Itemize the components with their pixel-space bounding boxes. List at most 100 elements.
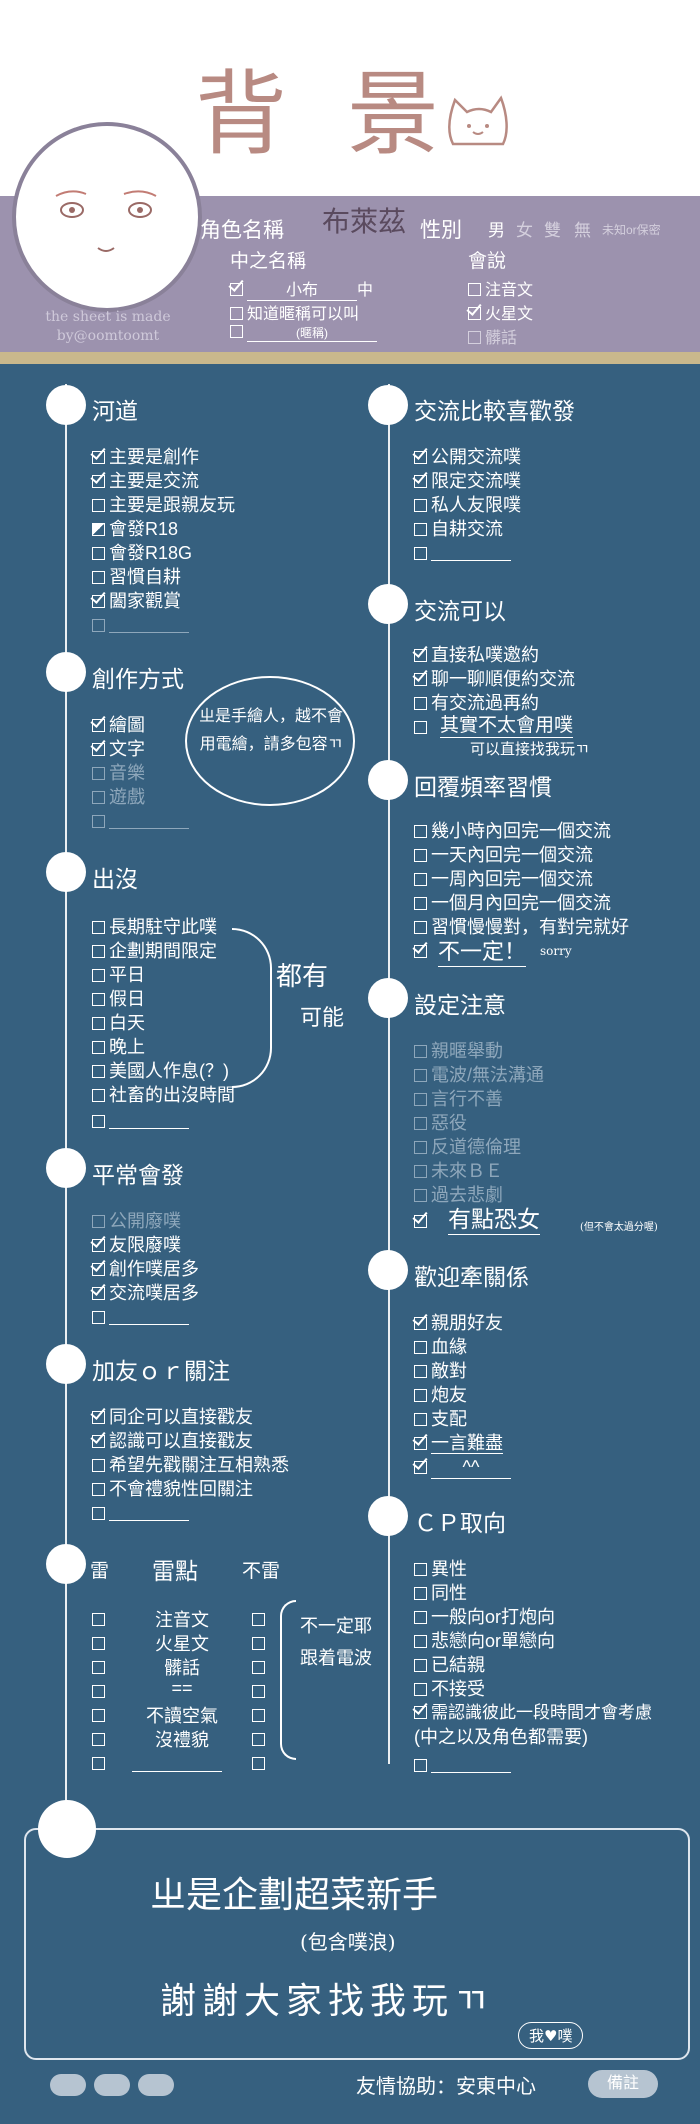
huifu-item-6[interactable] xyxy=(414,940,431,962)
chuangzuo-item-2[interactable]: 文字 xyxy=(92,738,145,760)
keyi-item-blank[interactable] xyxy=(414,716,431,738)
jiayou-item-4[interactable]: 不會禮貌性回關注 xyxy=(92,1478,253,1500)
jiayou-item-blank[interactable] xyxy=(92,1502,189,1524)
hedao-item-4[interactable]: 會發R18 xyxy=(92,518,178,540)
lei-right-2[interactable] xyxy=(252,1632,269,1654)
chuangzuo-item-4[interactable]: 遊戲 xyxy=(92,786,145,808)
hedao-item-3[interactable]: 主要是跟親友玩 xyxy=(92,494,235,516)
jiayou-item-3[interactable]: 希望先戳關注互相熟悉 xyxy=(92,1454,289,1476)
checkbox[interactable] xyxy=(468,307,481,320)
hedao-item-1[interactable]: 主要是創作 xyxy=(92,446,199,468)
gender-option-female[interactable]: 女 xyxy=(516,221,533,240)
checkbox[interactable] xyxy=(468,283,481,296)
chuangzuo-item-3[interactable]: 音樂 xyxy=(92,762,145,784)
hedao-item-7[interactable]: 闔家觀賞 xyxy=(92,590,181,612)
chumo-item-blank[interactable] xyxy=(92,1110,189,1132)
jiaoliu-item-4[interactable]: 自耕交流 xyxy=(414,518,503,540)
checkbox[interactable] xyxy=(468,331,481,344)
checkbox[interactable] xyxy=(230,283,243,296)
pingchang-item-2[interactable]: 友限廢噗 xyxy=(92,1234,181,1256)
lei-row-4[interactable] xyxy=(92,1680,109,1702)
chumo-item-4[interactable]: 假日 xyxy=(92,988,145,1010)
jiaoliu-item-2[interactable]: 限定交流噗 xyxy=(414,470,521,492)
lei-right-blank[interactable] xyxy=(252,1752,269,1774)
chuangzuo-item-1[interactable]: 繪圖 xyxy=(92,714,145,736)
shezhi-item-5[interactable]: 反道德倫理 xyxy=(414,1136,521,1158)
huanying-item-3[interactable]: 敵對 xyxy=(414,1360,467,1382)
pingchang-item-3[interactable]: 創作噗居多 xyxy=(92,1258,199,1280)
speech-item-swear[interactable]: 髒話 xyxy=(468,324,517,348)
lei-row-5[interactable] xyxy=(92,1704,109,1726)
cp-item-6[interactable]: 不接受 xyxy=(414,1678,485,1700)
chuangzuo-item-blank[interactable] xyxy=(92,810,189,832)
pingchang-item-1[interactable]: 公開廢噗 xyxy=(92,1210,181,1232)
huifu-item-1[interactable]: 幾小時內回完一個交流 xyxy=(414,820,611,842)
keyi-item-1[interactable]: 直接私噗邀約 xyxy=(414,644,539,666)
chumo-item-6[interactable]: 晚上 xyxy=(92,1036,145,1058)
chuzhi-row-name[interactable]: 小布中 xyxy=(230,276,373,301)
lei-right-5[interactable] xyxy=(252,1704,269,1726)
pingchang-item-4[interactable]: 交流噗居多 xyxy=(92,1282,199,1304)
gender-option-none[interactable]: 無 xyxy=(574,221,591,240)
cp-item-7[interactable]: 需認識彼此一段時間才會考慮 xyxy=(414,1702,652,1724)
huifu-item-5[interactable]: 習慣慢慢對，有對完就好 xyxy=(414,916,629,938)
nav-pill-2[interactable] xyxy=(94,2074,130,2096)
huanying-item-4[interactable]: 炮友 xyxy=(414,1384,467,1406)
huanying-item-6[interactable]: 一言難盡 xyxy=(414,1432,503,1454)
chumo-item-2[interactable]: 企劃期間限定 xyxy=(92,940,217,962)
lei-right-1[interactable] xyxy=(252,1608,269,1630)
cp-item-4[interactable]: 悲戀向or單戀向 xyxy=(414,1630,555,1652)
huanying-item-1[interactable]: 親朋好友 xyxy=(414,1312,503,1334)
huanying-item-7[interactable]: ^^ xyxy=(414,1456,511,1479)
gender-option-unknown[interactable]: 未知or保密 xyxy=(602,223,661,237)
huifu-item-2[interactable]: 一天內回完一個交流 xyxy=(414,844,593,866)
lei-right-3[interactable] xyxy=(252,1656,269,1678)
lei-right-4[interactable] xyxy=(252,1680,269,1702)
shezhi-item-2[interactable]: 電波/無法溝通 xyxy=(414,1064,544,1086)
cp-item-5[interactable]: 已結親 xyxy=(414,1654,485,1676)
shezhi-item-7[interactable]: 過去悲劇 xyxy=(414,1184,503,1206)
chumo-item-3[interactable]: 平日 xyxy=(92,964,145,986)
huifu-item-4[interactable]: 一個月內回完一個交流 xyxy=(414,892,611,914)
lei-row-1[interactable] xyxy=(92,1608,109,1630)
cp-item-2[interactable]: 同性 xyxy=(414,1582,467,1604)
hedao-item-2[interactable]: 主要是交流 xyxy=(92,470,199,492)
name-value[interactable]: 布萊茲 xyxy=(322,205,407,238)
huanying-item-2[interactable]: 血緣 xyxy=(414,1336,467,1358)
chumo-item-8[interactable]: 社畜的出沒時間 xyxy=(92,1084,235,1106)
lei-row-6[interactable] xyxy=(92,1728,109,1750)
keyi-item-2[interactable]: 聊一聊順便約交流 xyxy=(414,668,575,690)
chumo-item-5[interactable]: 白天 xyxy=(92,1012,145,1034)
cp-item-3[interactable]: 一般向or打炮向 xyxy=(414,1606,555,1628)
jiayou-item-2[interactable]: 認識可以直接戳友 xyxy=(92,1430,253,1452)
jiaoliu-item-3[interactable]: 私人友限噗 xyxy=(414,494,521,516)
chumo-item-1[interactable]: 長期駐守此噗 xyxy=(92,916,217,938)
lei-row-2[interactable] xyxy=(92,1632,109,1654)
speech-item-zhuyin[interactable]: 注音文 xyxy=(468,276,533,300)
jiaoliu-item-1[interactable]: 公開交流噗 xyxy=(414,446,521,468)
shezhi-item-3[interactable]: 言行不善 xyxy=(414,1088,503,1110)
chuzhi-row-nickname[interactable]: 知道暱稱可以叫 xyxy=(230,300,359,324)
speech-item-martian[interactable]: 火星文 xyxy=(468,300,533,324)
cp-item-blank[interactable] xyxy=(414,1754,511,1776)
shezhi-item-6[interactable]: 未來ＢＥ xyxy=(414,1160,503,1182)
hedao-item-blank[interactable] xyxy=(92,614,189,636)
shezhi-item-4[interactable]: 惡役 xyxy=(414,1112,467,1134)
nav-pill-1[interactable] xyxy=(50,2074,86,2096)
shezhi-item-1[interactable]: 親暱舉動 xyxy=(414,1040,503,1062)
huifu-item-3[interactable]: 一周內回完一個交流 xyxy=(414,868,593,890)
checkbox[interactable] xyxy=(230,325,243,338)
lei-row-blank[interactable] xyxy=(92,1752,109,1774)
chumo-item-7[interactable]: 美國人作息(？) xyxy=(92,1060,229,1082)
huanying-item-5[interactable]: 支配 xyxy=(414,1408,467,1430)
hedao-item-5[interactable]: 會發R18G xyxy=(92,542,192,564)
jiaoliu-item-blank[interactable] xyxy=(414,542,511,564)
gender-option-male[interactable]: 男 xyxy=(488,221,505,240)
keyi-item-3[interactable]: 有交流過再約 xyxy=(414,692,539,714)
checkbox[interactable] xyxy=(230,307,243,320)
cp-item-1[interactable]: 異性 xyxy=(414,1558,467,1580)
lei-row-3[interactable] xyxy=(92,1656,109,1678)
lei-right-6[interactable] xyxy=(252,1728,269,1750)
chuzhi-row-nickname-blank[interactable]: (暱稱) xyxy=(230,324,377,342)
gender-option-both[interactable]: 雙 xyxy=(544,221,561,240)
